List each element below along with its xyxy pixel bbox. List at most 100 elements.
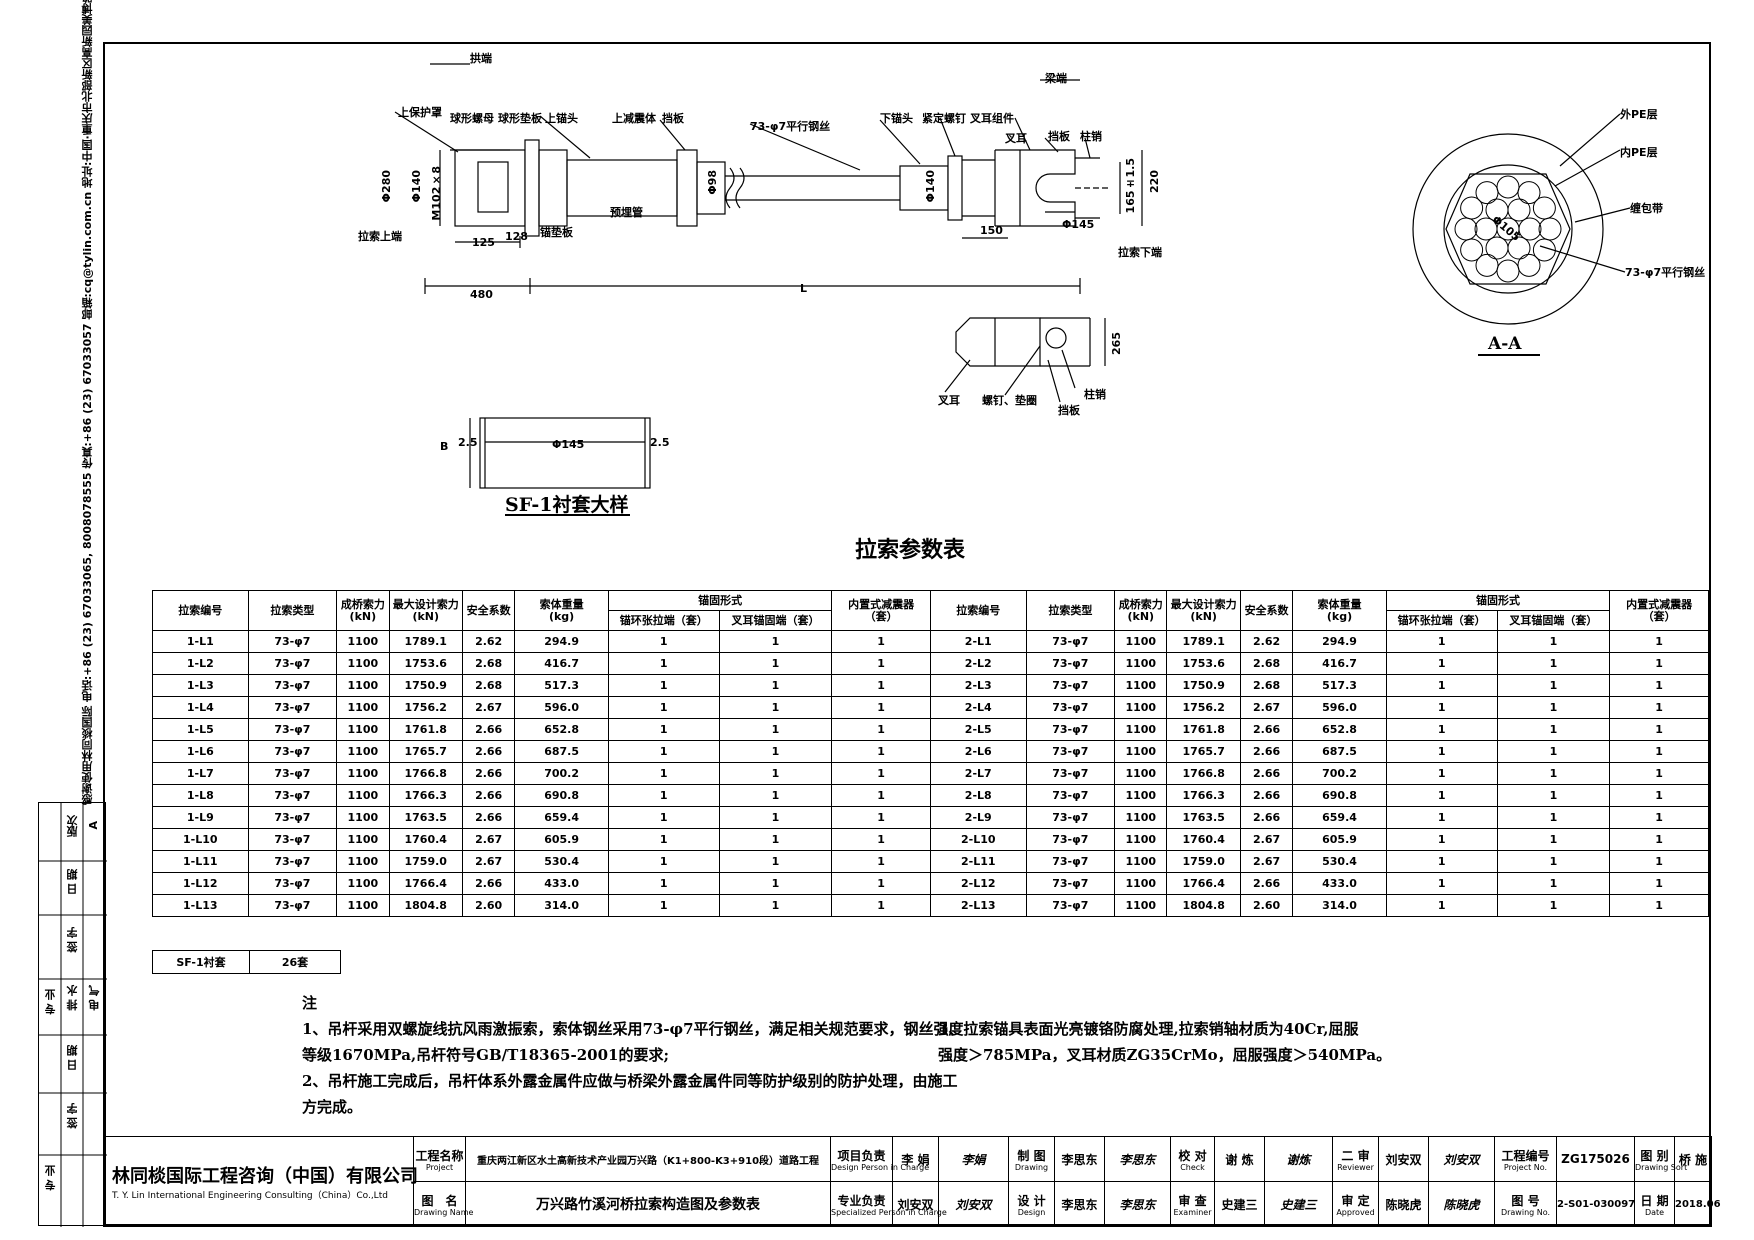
- projno: ZG175026: [1556, 1136, 1635, 1182]
- table-cell: 1100: [1114, 806, 1168, 829]
- table-cell: 2-L5: [929, 718, 1027, 741]
- table-cell: 1: [1496, 850, 1611, 873]
- th-anchor-b: 叉耳锚固端（套）: [718, 610, 833, 631]
- table-cell: 73-φ7: [1025, 850, 1116, 873]
- rev-label: 版次: [66, 815, 79, 837]
- dim-d145: Φ145: [1062, 218, 1095, 231]
- dim-d140a: Φ140: [410, 170, 423, 203]
- table-cell: 1765.7: [388, 740, 463, 763]
- table-cell: 1766.3: [1166, 784, 1241, 807]
- table-cell: 1: [607, 652, 720, 675]
- table-cell: 1: [718, 762, 833, 785]
- table-cell: 652.8: [514, 718, 609, 741]
- label-nut-washer: 螺钉、垫圈: [982, 394, 1037, 407]
- dim-h220: 220: [1148, 170, 1161, 193]
- note-1b: 等级1670MPa,吊杆符号GB/T18365-2001的要求;: [302, 1046, 669, 1064]
- sort: 桥 施: [1674, 1136, 1712, 1182]
- table-cell: 1: [1496, 718, 1611, 741]
- table-cell: 1: [1609, 740, 1709, 763]
- table-cell: 1100: [336, 828, 390, 851]
- table-cell: 1: [1496, 630, 1611, 653]
- label-arch-end: 拱端: [470, 52, 492, 65]
- table-cell: 1100: [1114, 740, 1168, 763]
- rev-date-label-2: 日 期: [66, 1045, 79, 1071]
- table-cell: 2.68: [1239, 674, 1294, 697]
- table-cell: 1766.8: [388, 762, 463, 785]
- note-3a: 3、拉索锚具表面光亮镀铬防腐处理,拉索销轴材质为40Cr,屈服: [938, 1020, 1359, 1038]
- table-cell: 690.8: [1292, 784, 1387, 807]
- approve-signature: 陈晓虎: [1428, 1181, 1495, 1227]
- table-cell: 2.67: [1239, 850, 1294, 873]
- label-embedded-pipe: 预埋管: [610, 206, 643, 219]
- dim-d140b: Φ140: [924, 170, 937, 203]
- table-cell: 1: [1385, 806, 1498, 829]
- table-cell: 1: [831, 828, 931, 851]
- table-cell: 1: [1496, 674, 1611, 697]
- table-cell: 596.0: [514, 696, 609, 719]
- table-cell: 433.0: [514, 872, 609, 895]
- label-anchor-plate: 锚垫板: [540, 226, 573, 239]
- th-force-2: 成桥索力(kN): [1114, 590, 1168, 631]
- table-cell: 314.0: [514, 894, 609, 917]
- table-cell: 1: [1609, 652, 1709, 675]
- table-cell: 73-φ7: [1025, 762, 1116, 785]
- table-cell: 1100: [336, 850, 390, 873]
- liner-label: SF-1衬套: [152, 950, 250, 974]
- table-cell: 1766.4: [388, 872, 463, 895]
- table-cell: 1: [831, 630, 931, 653]
- table-cell: 433.0: [1292, 872, 1387, 895]
- review-name: 史建三: [1214, 1181, 1265, 1227]
- label-pin: 柱销: [1080, 130, 1102, 143]
- th-damper-2: 内置式减震器（套）: [1609, 590, 1709, 631]
- table-cell: 1: [1609, 718, 1709, 741]
- table-cell: 1: [1496, 740, 1611, 763]
- table-cell: 1766.3: [388, 784, 463, 807]
- table-cell: 73-φ7: [247, 850, 338, 873]
- table-cell: 1759.0: [388, 850, 463, 873]
- table-cell: 73-φ7: [247, 740, 338, 763]
- table-cell: 1100: [336, 784, 390, 807]
- liner-value: 26套: [249, 950, 341, 974]
- table-cell: 314.0: [1292, 894, 1387, 917]
- table-cell: 1-L7: [152, 762, 249, 785]
- table-cell: 2-L6: [929, 740, 1027, 763]
- table-cell: 73-φ7: [247, 762, 338, 785]
- label-fork: 叉耳: [1005, 132, 1027, 145]
- design-name: 李思东: [1054, 1181, 1105, 1227]
- rev-electric-label: 电 气: [88, 985, 101, 1011]
- label-fork-part: 叉耳组件: [970, 112, 1014, 125]
- table-cell: 1763.5: [1166, 806, 1241, 829]
- table-cell: 605.9: [514, 828, 609, 851]
- table-cell: 1761.8: [388, 718, 463, 741]
- table-cell: 73-φ7: [1025, 740, 1116, 763]
- table-cell: 1: [831, 696, 931, 719]
- dim-w128: 128: [505, 230, 528, 243]
- note-1a: 1、吊杆采用双螺旋线抗风雨激振索，索体钢丝采用73-φ7平行钢丝，满足相关规范要…: [302, 1020, 964, 1038]
- table-cell: 1804.8: [1166, 894, 1241, 917]
- table-cell: 596.0: [1292, 696, 1387, 719]
- table-cell: 1100: [336, 718, 390, 741]
- table-cell: 73-φ7: [247, 784, 338, 807]
- table-cell: 1804.8: [388, 894, 463, 917]
- label-lock-screw: 紧定螺钉: [922, 112, 966, 125]
- th-max-force-2: 最大设计索力(kN): [1166, 590, 1241, 631]
- table-cell: 73-φ7: [1025, 718, 1116, 741]
- rev-date-label: 日 期: [66, 869, 79, 895]
- table-cell: 73-φ7: [247, 652, 338, 675]
- table-cell: 1-L1: [152, 630, 249, 653]
- dim-h165: 165±1.5: [1124, 158, 1137, 214]
- table-cell: 2.67: [1239, 828, 1294, 851]
- table-cell: 1: [1385, 652, 1498, 675]
- th-safety-2: 安全系数: [1239, 590, 1294, 631]
- table-cell: 2.66: [1239, 806, 1294, 829]
- draw-signature: 李思东: [1104, 1136, 1171, 1182]
- notes-block: 注 1、吊杆采用双螺旋线抗风雨激振索，索体钢丝采用73-φ7平行钢丝，满足相关规…: [300, 990, 1600, 1130]
- table-cell: 1: [718, 828, 833, 851]
- table-cell: 1: [718, 806, 833, 829]
- table-cell: 1: [1496, 696, 1611, 719]
